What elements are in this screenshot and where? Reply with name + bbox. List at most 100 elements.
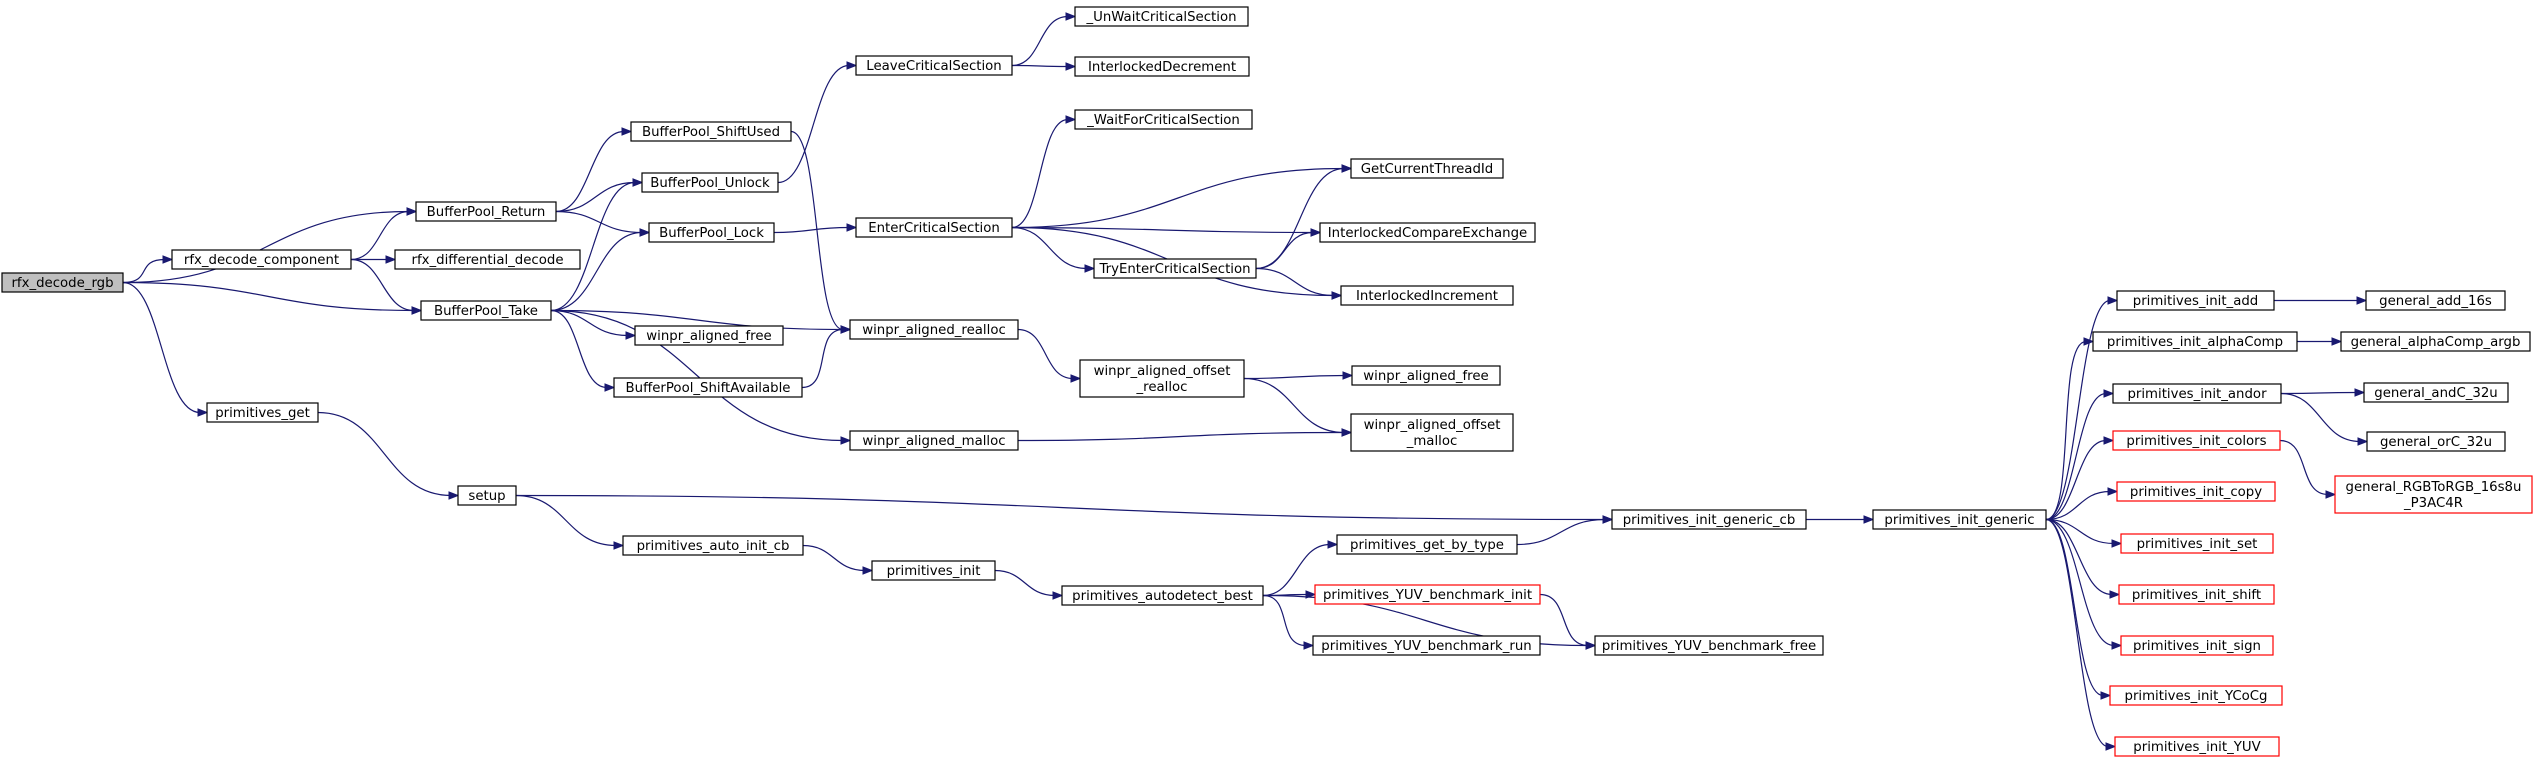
arrowhead-icon	[2109, 590, 2121, 599]
call-edge-tryentercriticalsection-to-interlockedcompareexchange	[1255, 228, 1322, 270]
arrowhead-icon	[2325, 490, 2337, 499]
function-node-winpr-aligned-offset-malloc[interactable]: winpr_aligned_offset_malloc	[1350, 413, 1514, 452]
function-node-primitives-init-set[interactable]: primitives_init_set	[2120, 533, 2274, 554]
function-node-primitives-get-by-type[interactable]: primitives_get_by_type	[1336, 534, 1518, 555]
call-edge-bufferpool-lock-to-entercriticalsection	[773, 223, 858, 234]
function-node-interlockedincrement[interactable]: InterlockedIncrement	[1340, 285, 1514, 306]
function-node-getcurrentthreadid[interactable]: GetCurrentThreadId	[1350, 158, 1504, 179]
function-node-winpr-aligned-malloc[interactable]: winpr_aligned_malloc	[849, 430, 1019, 451]
node-label: general_orC_32u	[2380, 435, 2492, 450]
function-node-primitives-init-sign[interactable]: primitives_init_sign	[2120, 635, 2274, 656]
function-node-rfx-differential-decode[interactable]: rfx_differential_decode	[394, 249, 581, 270]
edge-line	[1255, 167, 1345, 270]
edge-line	[2045, 518, 2109, 748]
function-node-primitives-init-generic[interactable]: primitives_init_generic	[1872, 509, 2047, 530]
function-node-primitives-yuv-benchmark-free[interactable]: primitives_YUV_benchmark_free	[1594, 635, 1824, 656]
function-node-leavecriticalsection[interactable]: LeaveCriticalSection	[855, 55, 1013, 76]
edge-line	[777, 64, 850, 184]
node-box	[613, 377, 803, 398]
function-node-primitives-autodetect-best[interactable]: primitives_autodetect_best	[1061, 585, 1264, 606]
function-node-primitives-init-shift[interactable]: primitives_init_shift	[2118, 584, 2275, 605]
edge-line	[550, 309, 608, 389]
node-box	[849, 430, 1019, 451]
function-node-primitives-init-yuv[interactable]: primitives_init_YUV	[2114, 736, 2280, 757]
function-node-bufferpool-lock[interactable]: BufferPool_Lock	[648, 222, 775, 243]
node-box	[1350, 413, 1514, 452]
node-label: setup	[468, 489, 505, 504]
function-node-rfx-decode-rgb[interactable]: rfx_decode_rgb	[1, 272, 124, 293]
edge-line	[2045, 518, 2115, 647]
function-node-general-rgbtorgb-16s8u-p3ac4r[interactable]: general_RGBToRGB_16s8u_P3AC4R	[2334, 475, 2533, 514]
function-node-bufferpool-return[interactable]: BufferPool_Return	[415, 201, 557, 222]
function-node-bufferpool-shiftavailable[interactable]: BufferPool_ShiftAvailable	[613, 377, 803, 398]
function-node-primitives-init-generic-cb[interactable]: primitives_init_generic_cb	[1611, 509, 1807, 530]
node-box	[415, 201, 557, 222]
call-edge-entercriticalsection-to-tryentercriticalsection	[1011, 226, 1096, 273]
node-box	[420, 300, 552, 321]
node-label: primitives_init	[887, 564, 981, 579]
function-node-bufferpool-take[interactable]: BufferPool_Take	[420, 300, 552, 321]
node-label: primitives_auto_init_cb	[637, 539, 790, 554]
function-node-unwaitcriticalsection[interactable]: _UnWaitCriticalSection	[1074, 6, 1249, 27]
function-node-interlockedcompareexchange[interactable]: InterlockedCompareExchange	[1319, 222, 1536, 243]
node-box	[2109, 685, 2283, 706]
function-node-primitives-init-alphacomp[interactable]: primitives_init_alphaComp	[2092, 331, 2298, 352]
node-box	[171, 249, 352, 270]
call-edge-primitives-init-generic-to-primitives-init-yuv	[2045, 518, 2117, 751]
function-node-primitives-init-andor[interactable]: primitives_init_andor	[2112, 383, 2282, 404]
function-node-primitives-yuv-benchmark-run[interactable]: primitives_YUV_benchmark_run	[1312, 635, 1541, 656]
edge-line	[2280, 391, 2358, 395]
function-node-primitives-auto-init-cb[interactable]: primitives_auto_init_cb	[622, 535, 804, 556]
edge-line	[1539, 593, 1589, 647]
function-node-tryentercriticalsection[interactable]: TryEnterCriticalSection	[1093, 258, 1257, 279]
function-node-rfx-decode-component[interactable]: rfx_decode_component	[171, 249, 352, 270]
arrowhead-icon	[1084, 264, 1096, 273]
arrowhead-icon	[2105, 742, 2117, 751]
function-node-setup[interactable]: setup	[457, 485, 517, 506]
node-label: rfx_decode_component	[184, 253, 339, 268]
node-box	[2112, 383, 2282, 404]
function-node-primitives-yuv-benchmark-init[interactable]: primitives_YUV_benchmark_init	[1314, 584, 1541, 605]
function-node-primitives-init-colors[interactable]: primitives_init_colors	[2112, 430, 2281, 451]
function-node-interlockeddecrement[interactable]: InterlockedDecrement	[1074, 56, 1250, 77]
node-box	[634, 325, 784, 346]
function-node-winpr-aligned-offset-realloc[interactable]: winpr_aligned_offset_realloc	[1079, 359, 1245, 398]
function-node-winpr-aligned-free-1[interactable]: winpr_aligned_free	[634, 325, 784, 346]
function-node-general-orc-32u[interactable]: general_orC_32u	[2366, 431, 2506, 452]
function-node-bufferpool-unlock[interactable]: BufferPool_Unlock	[641, 172, 779, 193]
function-node-winpr-aligned-free-2[interactable]: winpr_aligned_free	[1351, 365, 1501, 386]
arrowhead-icon	[2103, 389, 2115, 398]
edge-line	[1255, 267, 1335, 297]
node-label: winpr_aligned_offset	[1364, 418, 1501, 433]
node-label: general_andC_32u	[2374, 386, 2497, 401]
function-node-primitives-get[interactable]: primitives_get	[206, 402, 319, 423]
node-box	[648, 222, 775, 243]
arrowhead-icon	[448, 491, 460, 500]
function-node-primitives-init[interactable]: primitives_init	[871, 560, 996, 581]
node-label: primitives_YUV_benchmark_free	[1602, 639, 1816, 654]
call-edge-primitives-init-generic-to-primitives-init-colors	[2045, 436, 2115, 521]
function-node-entercriticalsection[interactable]: EnterCriticalSection	[855, 217, 1013, 238]
node-box	[1061, 585, 1264, 606]
function-node-bufferpool-shiftused[interactable]: BufferPool_ShiftUsed	[630, 121, 792, 142]
function-node-winpr-aligned-realloc[interactable]: winpr_aligned_realloc	[849, 319, 1019, 340]
arrowhead-icon	[1585, 641, 1597, 650]
edge-line	[801, 328, 844, 389]
node-label: EnterCriticalSection	[868, 221, 1000, 236]
function-node-primitives-init-copy[interactable]: primitives_init_copy	[2116, 481, 2276, 502]
function-node-waitforcriticalsection[interactable]: _WaitForCriticalSection	[1074, 109, 1253, 130]
node-label: BufferPool_ShiftUsed	[642, 125, 780, 140]
function-node-primitives-init-ycocg[interactable]: primitives_init_YCoCg	[2109, 685, 2283, 706]
node-label: primitives_init_colors	[2126, 434, 2266, 449]
node-label: InterlockedDecrement	[1088, 60, 1236, 75]
edge-line	[122, 210, 410, 284]
function-node-general-alphacomp-argb[interactable]: general_alphaComp_argb	[2340, 331, 2531, 352]
edge-line	[2045, 299, 2111, 521]
function-node-general-add-16s[interactable]: general_add_16s	[2365, 290, 2506, 311]
arrowhead-icon	[2083, 337, 2095, 346]
function-node-primitives-init-add[interactable]: primitives_init_add	[2116, 290, 2275, 311]
node-box	[2116, 290, 2275, 311]
function-node-general-andc-32u[interactable]: general_andC_32u	[2363, 382, 2509, 403]
edge-line	[1243, 374, 1346, 380]
arrowhead-icon	[639, 228, 651, 237]
